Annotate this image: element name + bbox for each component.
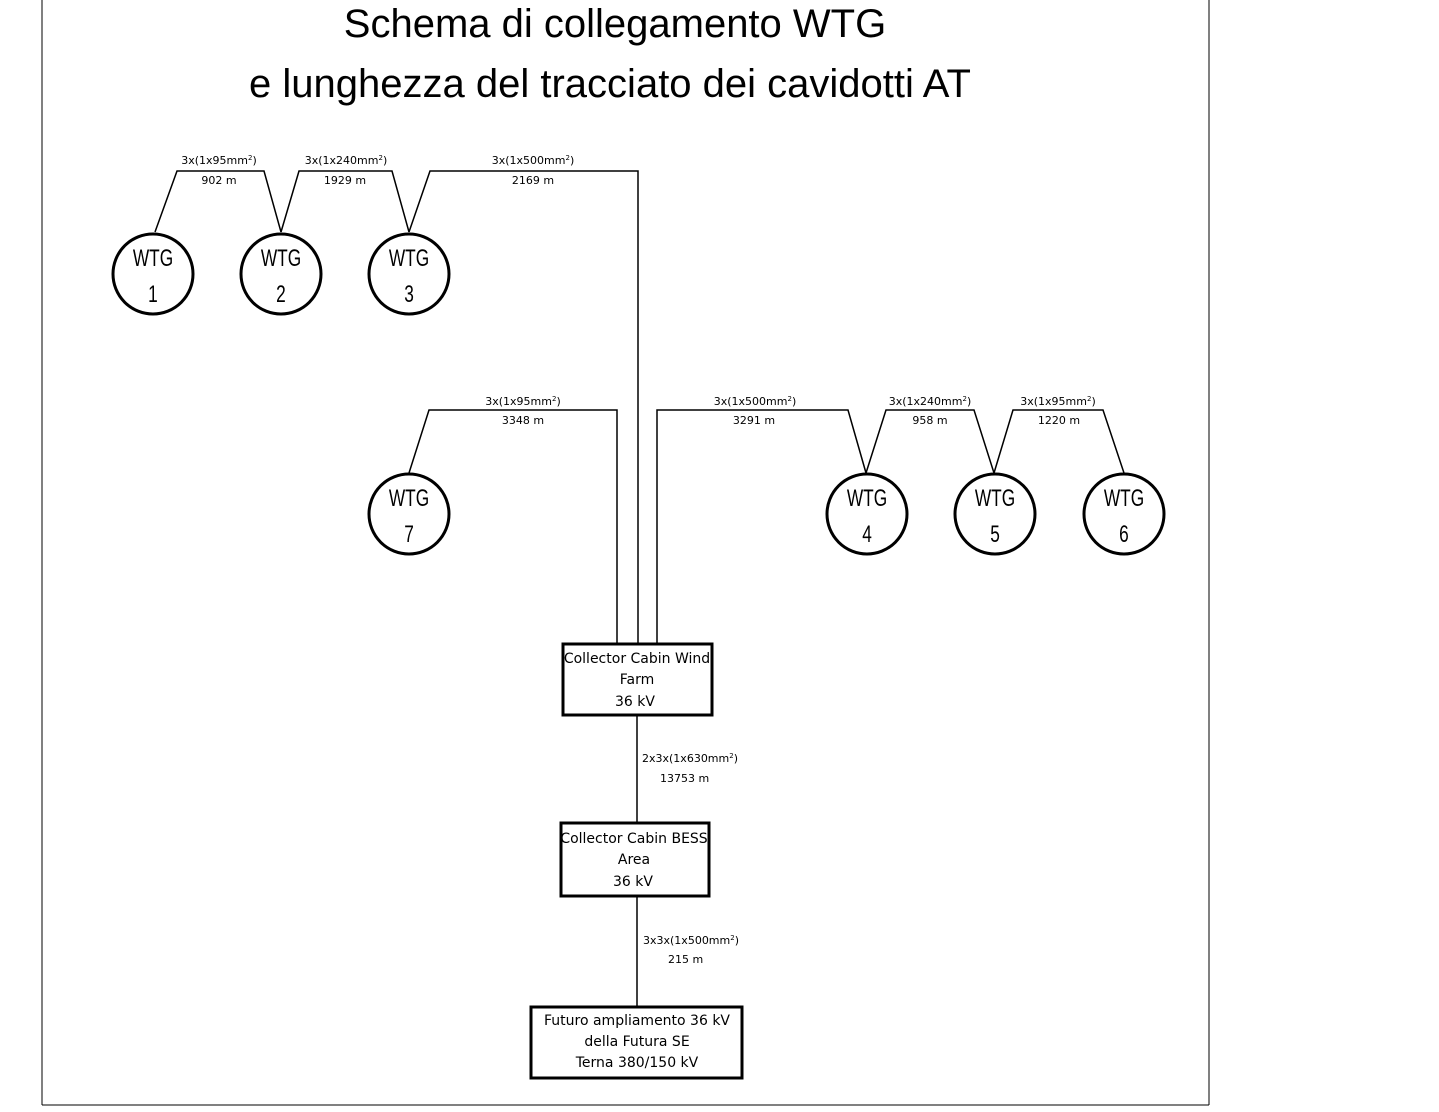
cable-spec: 3x(1x240mm2): [305, 154, 388, 167]
box-line-1: Collector Cabin Wind: [564, 651, 710, 667]
wtg-5: WTG 5: [953, 472, 1037, 556]
wire-wtg5-wtg6: [993, 409, 1125, 474]
wtg-circle: [367, 472, 451, 556]
wire-wtg4-wtg5: [865, 409, 995, 474]
wtg-number: 2: [276, 281, 286, 307]
box-line-2: Area: [618, 852, 650, 868]
wtg-circle: [367, 232, 451, 316]
cable-length: 13753 m: [660, 772, 709, 785]
wtg-label: WTG: [389, 245, 429, 271]
wtg-label: WTG: [975, 485, 1015, 511]
wtg-label: WTG: [389, 485, 429, 511]
cable-spec: 3x(1x95mm2): [1020, 395, 1096, 408]
box-frame: [559, 821, 711, 898]
box-line-2: della Futura SE: [584, 1034, 689, 1050]
cable-spec: 2x3x(1x630mm2): [642, 752, 738, 765]
title-line-1: Schema di collegamento WTG: [344, 2, 886, 46]
wire-wtg2-wtg3: [280, 170, 410, 233]
cable-spec: 3x(1x500mm2): [714, 395, 797, 408]
wire-wtg7-cabin: [408, 409, 618, 644]
wtg-7: WTG 7: [367, 472, 451, 556]
wtg-circle: [111, 232, 195, 316]
wtg-3: WTG 3: [367, 232, 451, 316]
wtg-circle: [953, 472, 1037, 556]
cable-length: 1220 m: [1038, 414, 1080, 427]
wtg-6: WTG 6: [1082, 472, 1166, 556]
wtg-2: WTG 2: [239, 232, 323, 316]
wtg-number: 1: [148, 281, 158, 307]
wtg-number: 6: [1119, 521, 1129, 547]
wtg-label: WTG: [1104, 485, 1144, 511]
wire-wtg4-cabin: [656, 409, 867, 644]
box-line-2: Farm: [620, 672, 655, 688]
wtg-number: 7: [404, 521, 414, 547]
wtg-number: 3: [404, 281, 414, 307]
box-line-1: Collector Cabin BESS: [560, 831, 707, 847]
cable-spec: 3x(1x240mm2): [889, 395, 972, 408]
wtg-circle: [239, 232, 323, 316]
collector-cabin-bess-area: Collector Cabin BESS Area 36 kV: [559, 821, 711, 898]
wtg-label: WTG: [847, 485, 887, 511]
wire-wtg3-cabin: [408, 170, 639, 644]
title-line-2: e lunghezza del tracciato dei cavidotti …: [249, 62, 971, 106]
cable-length: 1929 m: [324, 174, 366, 187]
wtg-number: 5: [990, 521, 1000, 547]
cable-length: 958 m: [912, 414, 947, 427]
cable-spec: 3x(1x95mm2): [181, 154, 257, 167]
box-line-3: Terna 380/150 kV: [575, 1055, 699, 1071]
cable-spec: 3x(1x500mm2): [492, 154, 575, 167]
wtg-label: WTG: [133, 245, 173, 271]
cable-spec: 3x3x(1x500mm2): [643, 934, 739, 947]
box-frame: [529, 1005, 744, 1080]
cable-length: 215 m: [668, 953, 703, 966]
collector-cabin-wind-farm: Collector Cabin Wind Farm 36 kV: [561, 642, 714, 717]
box-line-1: Futuro ampliamento 36 kV: [544, 1013, 730, 1029]
box-frame: [561, 642, 714, 717]
wire-wtg1-wtg2: [154, 170, 282, 233]
wtg-4: WTG 4: [825, 472, 909, 556]
cable-length: 3348 m: [502, 414, 544, 427]
futura-se-terna-box: Futuro ampliamento 36 kV della Futura SE…: [529, 1005, 744, 1080]
cable-length: 2169 m: [512, 174, 554, 187]
box-line-3: 36 kV: [615, 694, 655, 710]
cable-length: 3291 m: [733, 414, 775, 427]
wtg-circle: [1082, 472, 1166, 556]
cable-spec: 3x(1x95mm2): [485, 395, 561, 408]
wtg-number: 4: [862, 521, 872, 547]
wtg-circle: [825, 472, 909, 556]
cable-length: 902 m: [201, 174, 236, 187]
wtg-label: WTG: [261, 245, 301, 271]
box-line-3: 36 kV: [613, 874, 653, 890]
wtg-1: WTG 1: [111, 232, 195, 316]
